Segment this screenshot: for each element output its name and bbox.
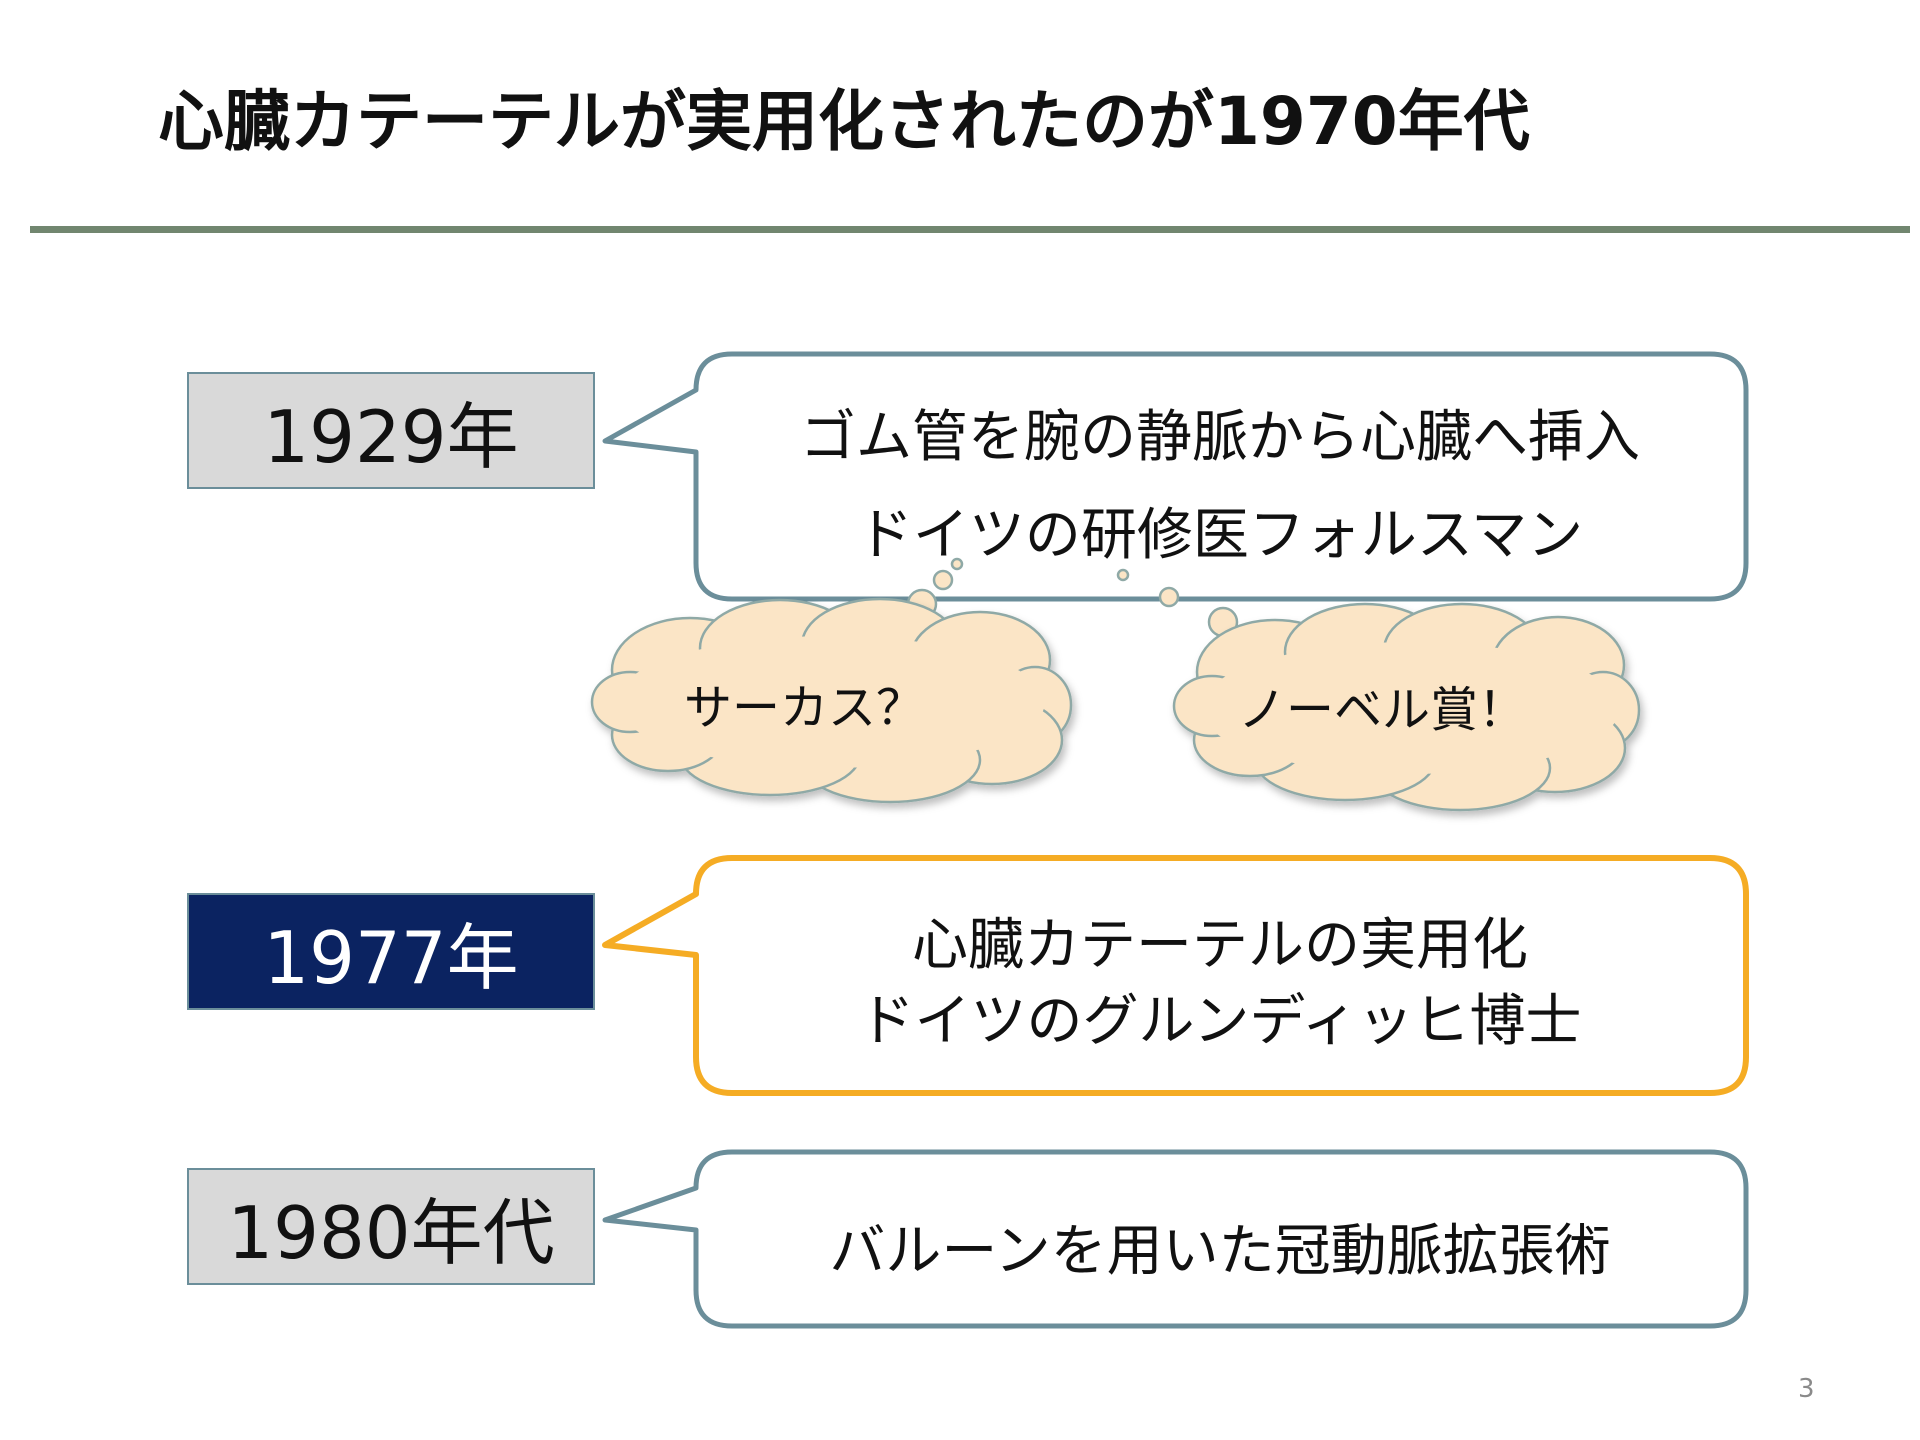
speech-bubble-1929 — [602, 351, 1749, 602]
year-box-1980s: 1980年代 — [187, 1168, 595, 1285]
bubble-1977-line-1: 心臓カテーテルの実用化 — [912, 913, 1528, 978]
year-box-1977: 1977年 — [187, 893, 595, 1010]
page-number: 3 — [1798, 1374, 1815, 1404]
bubble-1929-line-2: ドイツの研修医フォルスマン — [856, 503, 1584, 568]
year-box-1929: 1929年 — [187, 372, 595, 489]
title-divider — [30, 226, 1910, 233]
bubble-1980s-line-1: バルーンを用いた冠動脈拡張術 — [829, 1219, 1611, 1284]
thought-cloud-left — [590, 597, 1073, 804]
slide-title: 心臓カテーテルが実用化されたのが1970年代 — [158, 83, 1530, 160]
thought-cloud-right — [1172, 602, 1641, 812]
speech-bubble-1977 — [602, 855, 1749, 1096]
bubble-1977-line-2: ドイツのグルンディッヒ博士 — [858, 989, 1582, 1054]
thought-text-nobel: ノーベル賞！ — [1238, 682, 1527, 738]
bubble-1929-line-1: ゴム管を腕の静脈から心臓へ挿入 — [800, 405, 1640, 470]
thought-text-circus: サーカス？ — [684, 680, 925, 736]
speech-bubble-1980s — [602, 1149, 1749, 1329]
